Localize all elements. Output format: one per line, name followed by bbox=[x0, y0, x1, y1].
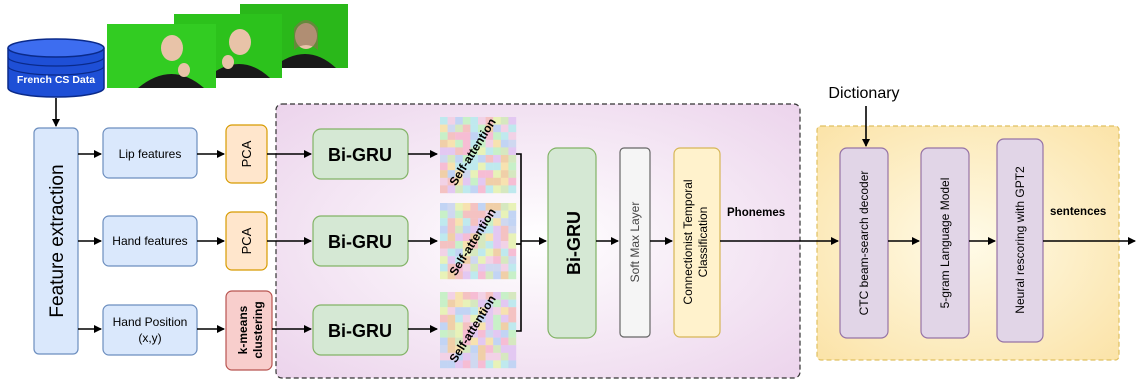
pca-label-2: PCA bbox=[239, 227, 254, 254]
softmax-label: Soft Max Layer bbox=[628, 202, 642, 283]
hand-position-box bbox=[102, 304, 198, 356]
lip-features-label: Lip features bbox=[119, 147, 182, 161]
ctc-decoder-label: CTC beam-search decoder bbox=[857, 171, 871, 316]
merge-connector bbox=[516, 153, 522, 332]
video-frames bbox=[107, 4, 348, 88]
self-attention-block-2 bbox=[440, 203, 517, 280]
feature-extraction-label: Feature extraction bbox=[47, 164, 68, 317]
database-icon bbox=[7, 38, 105, 98]
hand-position-label: Hand Position bbox=[113, 315, 188, 329]
ctc-label-line2: Classification bbox=[696, 207, 710, 278]
ctc-decoder-box bbox=[839, 147, 889, 339]
sentences-label: sentences bbox=[1050, 206, 1106, 218]
kmeans-label: k-means bbox=[236, 305, 250, 354]
gpt2-rescoring-label: Neural rescoring with GPT2 bbox=[1013, 166, 1027, 314]
database-label: French CS Data bbox=[17, 74, 95, 86]
bigru-label-2: Bi-GRU bbox=[328, 232, 392, 252]
bigru-label-3: Bi-GRU bbox=[328, 321, 392, 341]
video-frame-front bbox=[107, 24, 216, 88]
hand-features-label: Hand features bbox=[112, 234, 187, 248]
bigru-label-1: Bi-GRU bbox=[328, 145, 392, 165]
pca-label-1: PCA bbox=[239, 140, 254, 167]
ctc-box bbox=[673, 147, 721, 338]
self-attention-block-3 bbox=[440, 292, 517, 369]
hand-position-sublabel: (x,y) bbox=[138, 331, 161, 345]
central-bigru-label: Bi-GRU bbox=[564, 211, 584, 275]
lip-features-box bbox=[102, 127, 198, 179]
kmeans-sublabel: clustering bbox=[251, 301, 265, 358]
dictionary-label: Dictionary bbox=[828, 85, 899, 102]
language-model-label: 5-gram Language Model bbox=[938, 178, 952, 309]
bigru-box-3 bbox=[312, 304, 409, 356]
ctc-label-line1: Connectionist Temporal bbox=[681, 179, 695, 304]
language-model-box bbox=[920, 147, 970, 339]
phonemes-label: Phonemes bbox=[727, 207, 785, 219]
softmax-box bbox=[619, 147, 651, 338]
self-attention-block-1 bbox=[440, 117, 517, 194]
kmeans-box bbox=[225, 290, 273, 371]
central-bigru-box bbox=[547, 147, 597, 339]
